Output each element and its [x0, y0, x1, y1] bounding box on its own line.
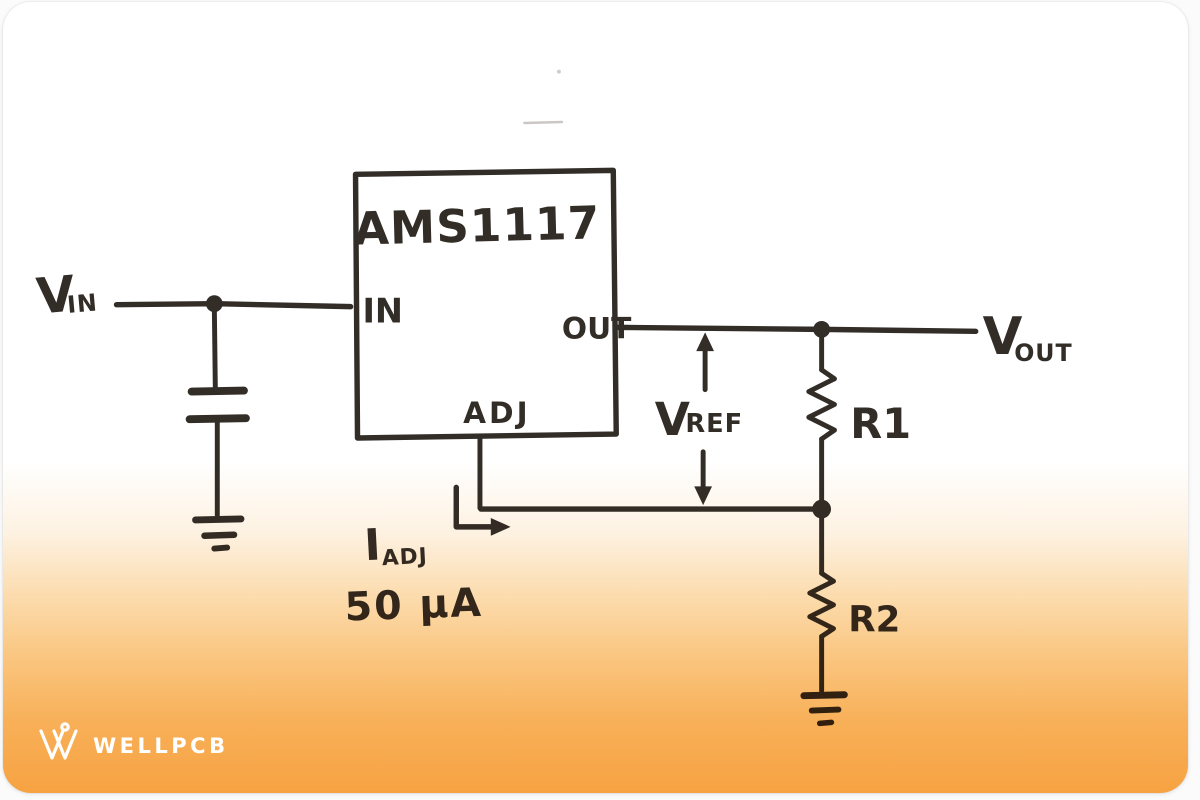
pin-label-in: IN	[362, 291, 403, 330]
capacitor-top-lead	[211, 304, 218, 391]
paper-background: AMS1117 IN OUT ADJ V IN V OUT V REF R1 R…	[3, 2, 1188, 793]
capacitor-bottom-plate	[185, 414, 250, 424]
wellpcb-logo: WELLPCB	[36, 720, 229, 762]
pin-label-adj: ADJ	[463, 396, 530, 430]
iadj-label-sub: ADJ	[381, 544, 428, 571]
resistor-r1	[806, 334, 837, 504]
vref-label: V REF	[655, 393, 743, 446]
iadj-label: I ADJ	[363, 520, 428, 571]
vout-wire	[612, 324, 979, 335]
wellpcb-logo-text: WELLPCB	[93, 733, 229, 758]
paper-speck	[556, 69, 561, 74]
paper-smudge	[523, 120, 564, 125]
resistor-r2	[807, 515, 836, 694]
vin-wire	[113, 300, 354, 310]
iadj-value: 50 µA	[344, 580, 484, 631]
vref-down-arrow	[694, 449, 713, 506]
r2-ground-symbol	[800, 691, 848, 727]
capacitor-top-plate	[187, 386, 248, 396]
r1-label: R1	[850, 400, 911, 448]
r2-label: R2	[848, 600, 900, 641]
wellpcb-logo-icon	[39, 722, 78, 760]
r2-zigzag	[807, 570, 836, 639]
vref-up-arrow	[696, 332, 714, 393]
circuit-diagram: AMS1117 IN OUT ADJ V IN V OUT V REF R1 R…	[34, 69, 1072, 727]
vin-label-sub: IN	[66, 288, 99, 319]
vref-label-sub: REF	[685, 409, 743, 439]
r1-zigzag	[806, 367, 837, 442]
input-ground-symbol	[192, 515, 245, 552]
chip-part-number: AMS1117	[353, 196, 601, 255]
iadj-label-main: I	[363, 520, 382, 571]
vin-label: V IN	[34, 264, 99, 325]
input-capacitor	[185, 304, 250, 518]
vout-label: V OUT	[983, 307, 1072, 367]
pin-label-out: OUT	[562, 311, 632, 345]
vout-label-sub: OUT	[1014, 339, 1072, 367]
